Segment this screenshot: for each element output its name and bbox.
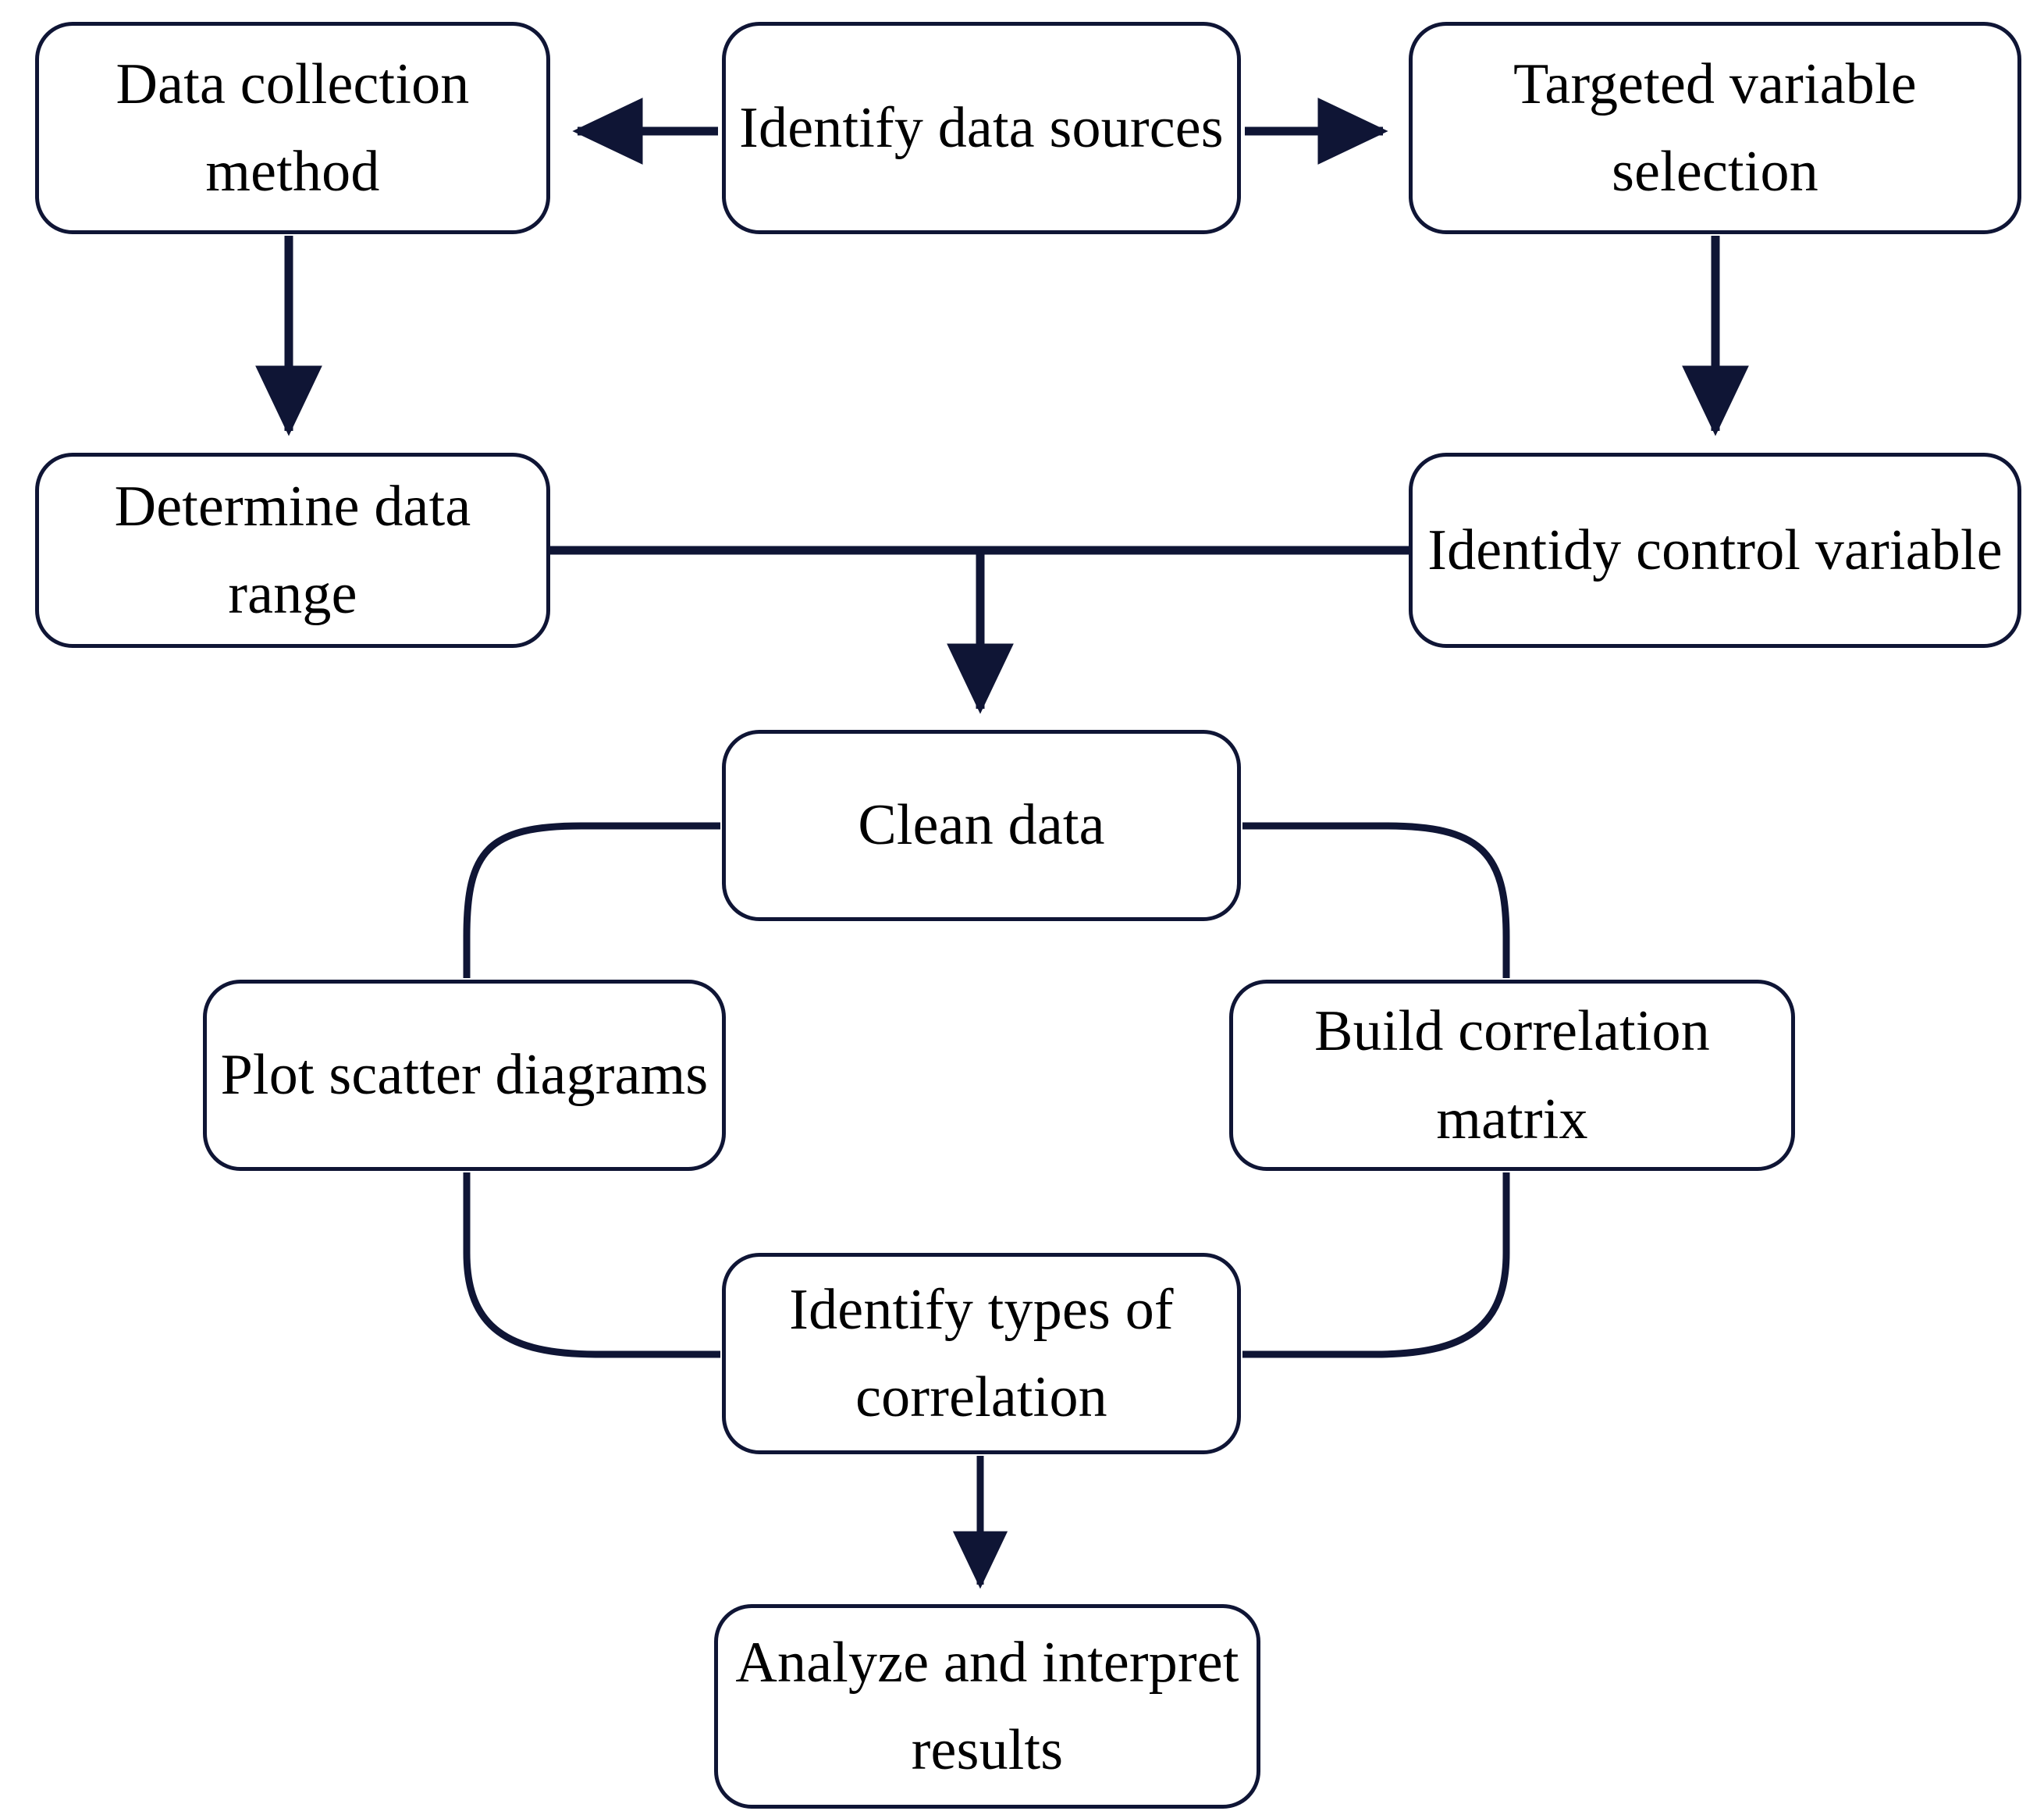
node-data-collection-method[interactable]: Data collection method [35, 22, 550, 234]
node-identidy-control-variable[interactable]: Identidy control variable [1409, 453, 2021, 648]
node-label: Analyze and interpret results [735, 1630, 1239, 1782]
node-determine-data-range[interactable]: Determine data range [35, 453, 550, 648]
node-plot-scatter-diagrams[interactable]: Plot scatter diagrams [203, 980, 726, 1171]
node-label: Build correlation matrix [1314, 999, 1710, 1151]
node-label: Determine data range [114, 474, 471, 626]
node-label: Clean data [858, 793, 1105, 858]
node-label: Data collection method [116, 52, 470, 204]
edge-clean-data-to-build-matrix [1242, 822, 1510, 978]
node-label: Plot scatter diagrams [220, 1043, 709, 1108]
node-clean-data[interactable]: Clean data [722, 730, 1241, 921]
edge-build-matrix-to-identify-types [1242, 1172, 1510, 1358]
edge-clean-data-to-plot-scatter [463, 822, 720, 978]
node-label: Identify types of correlation [789, 1277, 1174, 1429]
node-analyze-interpret-results[interactable]: Analyze and interpret results [714, 1604, 1260, 1809]
node-label: Identidy control variable [1427, 518, 2003, 582]
node-targeted-variable-selection[interactable]: Targeted variable selection [1409, 22, 2021, 234]
edge-plot-scatter-to-identify-types [463, 1172, 720, 1358]
node-label: Identify data sources [739, 95, 1224, 160]
node-identify-types-of-correlation[interactable]: Identify types of correlation [722, 1253, 1241, 1454]
node-build-correlation-matrix[interactable]: Build correlation matrix [1229, 980, 1795, 1171]
node-identify-data-sources[interactable]: Identify data sources [722, 22, 1241, 234]
node-label: Targeted variable selection [1513, 52, 1917, 204]
